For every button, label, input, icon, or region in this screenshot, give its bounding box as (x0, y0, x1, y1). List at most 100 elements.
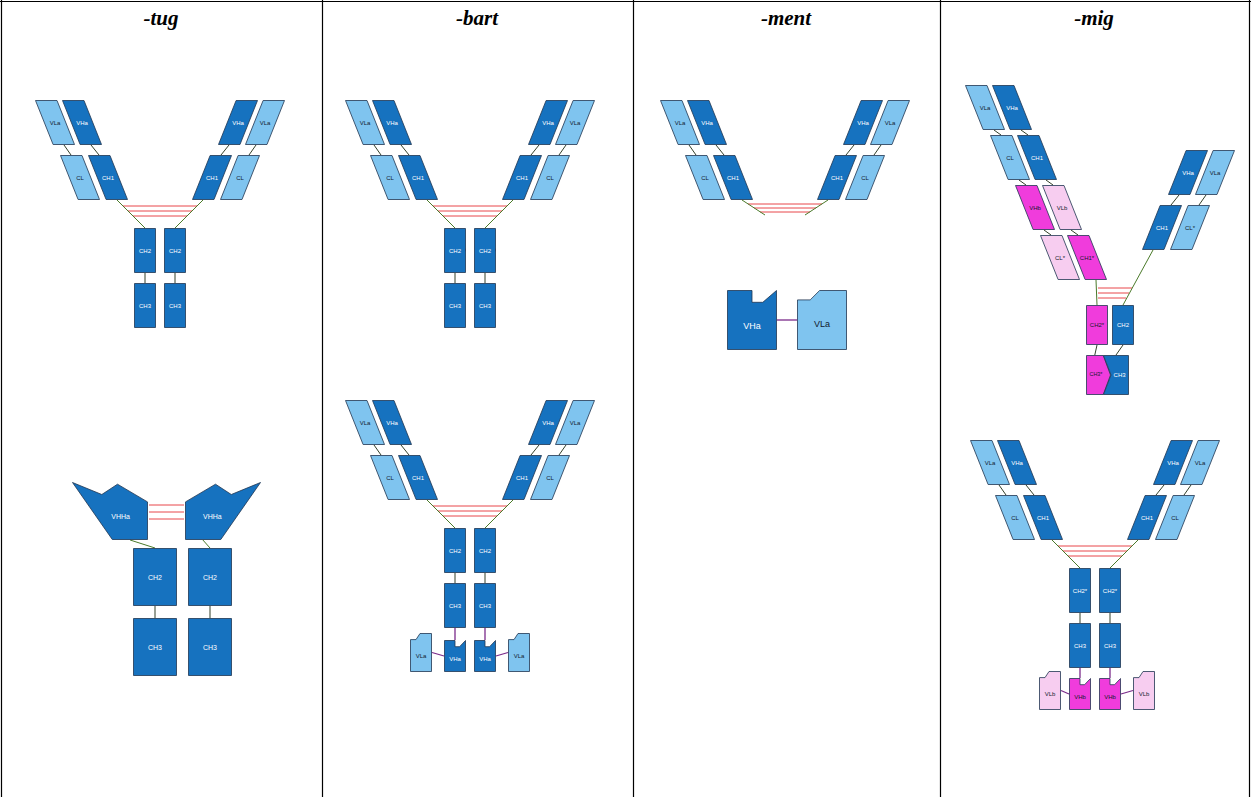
domain-label: CH2 (449, 548, 461, 554)
domain-label: VHb (1029, 205, 1041, 211)
domain-outline (714, 156, 753, 200)
domain-box: CH3 (444, 583, 466, 628)
domain-link (999, 485, 1006, 495)
domain-label: VLa (260, 120, 271, 126)
domain-outline (1181, 441, 1220, 485)
domain-label: VLa (50, 120, 61, 126)
domain-label: VLa (1210, 170, 1221, 176)
domain-label: VHa (1167, 460, 1179, 466)
domain-link (455, 573, 456, 583)
domain-link (1199, 195, 1206, 205)
domain-box: CL (530, 455, 570, 500)
hinge-line (130, 540, 155, 548)
domain-link (716, 145, 724, 155)
domain-label: VHb (1104, 694, 1116, 700)
domain-outline (1171, 206, 1210, 250)
domain-outline (89, 156, 128, 200)
domain-label: CH1* (1080, 255, 1094, 261)
domain-box: VHb (1069, 678, 1091, 710)
domain-label: VHa (701, 120, 713, 126)
hinge-line (427, 500, 455, 528)
domain-link (1080, 613, 1081, 623)
disulfide-bond (149, 512, 184, 513)
domain-box: CH3 (134, 283, 156, 328)
domain-shape (1099, 678, 1121, 710)
domain-label: VHa (449, 656, 461, 662)
domain-outline (728, 291, 777, 350)
domain-label: VLa (885, 120, 896, 126)
domain-label: CH2 (479, 548, 491, 554)
hinge-line (1123, 250, 1153, 305)
disulfide-bond (748, 204, 822, 205)
domain-outline (1156, 496, 1195, 540)
linker-line (484, 628, 485, 640)
domain-outline (399, 156, 438, 200)
domain-box: CH3 (444, 283, 466, 328)
table-rule (633, 0, 634, 797)
domain-outline (531, 456, 570, 500)
domain-label: VHa (542, 120, 554, 126)
domain-outline (531, 156, 570, 200)
table-rule (322, 0, 323, 797)
hinge-stub (742, 200, 765, 215)
domain-label: VLa (1195, 460, 1206, 466)
domain-box: CH2* (1086, 305, 1108, 345)
domain-label: CH1 (727, 175, 739, 181)
domain-label: CH1 (1141, 515, 1153, 521)
table-rule (0, 1, 1251, 2)
domain-label: CH2 (169, 248, 181, 254)
domain-box: CH2 (474, 228, 496, 273)
domain-shape (1069, 678, 1091, 710)
domain-box: CH3 (133, 618, 177, 676)
domain-label: VHa (76, 120, 88, 126)
disulfide-bond (133, 216, 187, 217)
domain-link (1071, 230, 1078, 235)
domain-box: VHa (474, 640, 496, 672)
domain-box: VLa (508, 633, 530, 672)
domain-label: CL (236, 175, 244, 181)
domain-box: VHa (997, 440, 1037, 485)
domain-outline (63, 101, 102, 145)
domain-label: CL (861, 175, 869, 181)
hinge-line (117, 200, 145, 228)
domain-label: VLa (360, 120, 371, 126)
domain-box: CH1 (1023, 495, 1063, 540)
domain-label: CH1 (102, 175, 114, 181)
domain-link (175, 273, 176, 283)
domain-box: VLb (1133, 671, 1155, 710)
domain-label: CL (546, 175, 554, 181)
linker-line (454, 628, 455, 640)
domain-shape (1133, 671, 1155, 710)
domain-link (1110, 613, 1111, 623)
domain-outline (1100, 624, 1121, 668)
domain-link (221, 145, 229, 155)
domain-box: CH2* (1069, 568, 1091, 613)
hinge-stubs (742, 200, 828, 215)
domain-link (1171, 195, 1179, 205)
domain-outline (509, 634, 530, 672)
domain-box: CH1* (1067, 235, 1107, 280)
domain-box: CH3 (188, 618, 232, 676)
domain-label: CH3 (148, 644, 162, 651)
domain-box: CH2 (188, 548, 232, 606)
disulfide-bond (438, 511, 502, 512)
domain-box: VHHa (185, 482, 261, 540)
domain-outline (1068, 236, 1107, 280)
domain-label: VHa (479, 656, 491, 662)
domain-label: VHb (1074, 694, 1086, 700)
domain-link (374, 145, 381, 155)
domain-box: VLa (870, 100, 910, 145)
domain-label: CL (546, 475, 554, 481)
domain-box: VHa (992, 85, 1032, 130)
domain-box: VHa (727, 290, 777, 350)
domain-box: CH1 (398, 455, 438, 500)
domain-box: VHa (62, 100, 102, 145)
disulfide-bond (438, 211, 502, 212)
domain-label: VHa (743, 322, 761, 331)
hinge-line (1052, 540, 1080, 568)
linker-line (432, 653, 444, 657)
hinge-line (427, 200, 455, 228)
domain-box: CL* (1170, 205, 1210, 250)
